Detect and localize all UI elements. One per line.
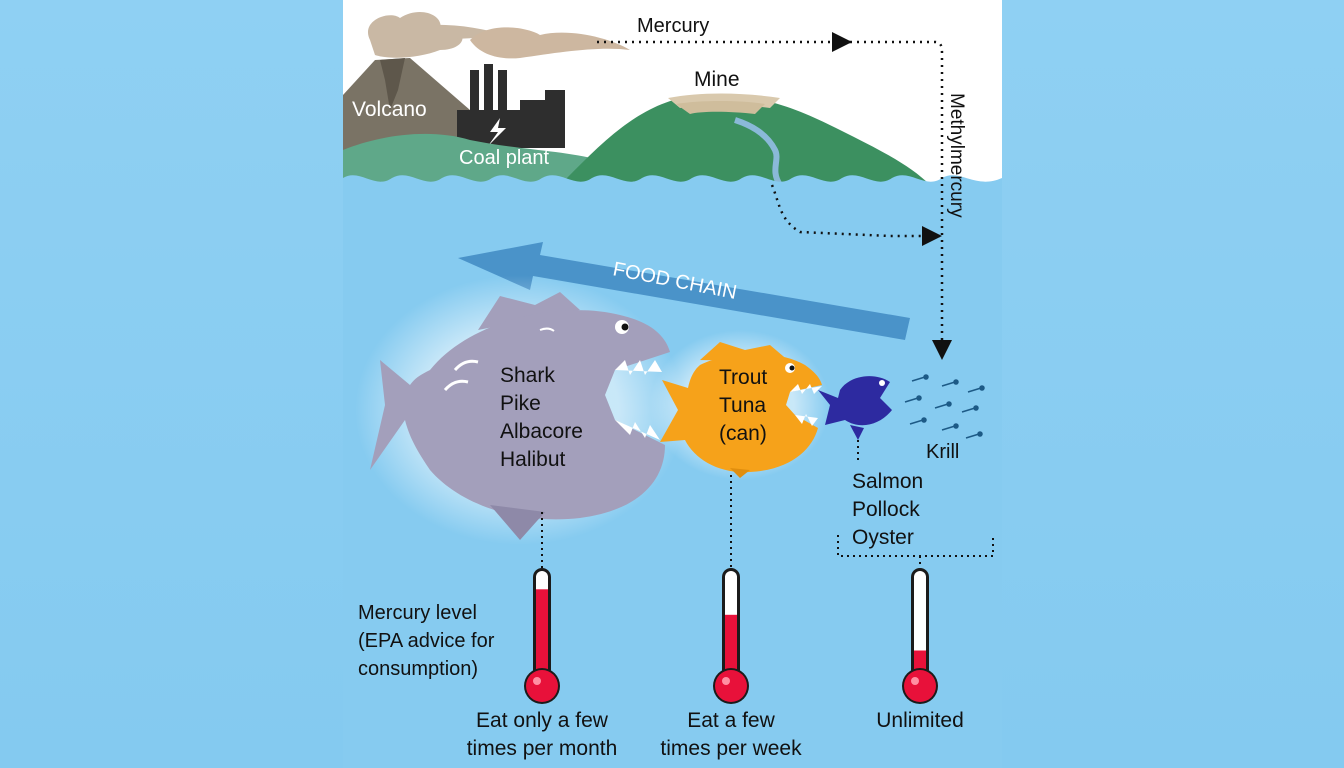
mine-hill bbox=[560, 94, 930, 185]
thermometer-1 bbox=[524, 568, 560, 704]
species-tuna: Tuna bbox=[719, 394, 766, 417]
right-background-panel bbox=[1002, 0, 1344, 768]
species-shark: Shark bbox=[500, 364, 555, 387]
thermometer-level-1 bbox=[536, 589, 548, 676]
methylmercury-arrow bbox=[850, 40, 952, 360]
advice-group-1-line-1: Eat only a few bbox=[476, 709, 609, 732]
advice-group-1-line-2: times per month bbox=[467, 737, 618, 760]
mine-runoff-arrow bbox=[770, 184, 942, 246]
thermometer-level-2 bbox=[725, 614, 737, 676]
advice-group-2-line-1: Eat a few bbox=[687, 709, 775, 732]
volcano-label: Volcano bbox=[352, 98, 427, 121]
species-pike: Pike bbox=[500, 392, 541, 415]
mercury-level-label-2: (EPA advice for bbox=[358, 630, 495, 652]
small-group-bracket bbox=[837, 535, 994, 557]
mercury-label: Mercury bbox=[637, 15, 709, 37]
coal-plant-label: Coal plant bbox=[459, 147, 550, 169]
species-halibut: Halibut bbox=[500, 448, 566, 471]
krill-label: Krill bbox=[926, 441, 959, 463]
food-chain-arrow bbox=[458, 242, 910, 340]
water-surface-waves bbox=[343, 175, 1002, 195]
left-background-panel bbox=[0, 0, 343, 768]
methylmercury-label: Methylmercury bbox=[946, 93, 967, 218]
river bbox=[734, 117, 783, 187]
mid-fish-icon bbox=[660, 342, 822, 478]
species-oyster: Oyster bbox=[852, 526, 914, 549]
advice-group-2-line-2: times per week bbox=[660, 737, 802, 760]
species-trout: Trout bbox=[719, 366, 767, 389]
mercury-level-label-3: consumption) bbox=[358, 658, 478, 680]
mine-label: Mine bbox=[694, 68, 740, 91]
small-fish-icon bbox=[818, 376, 892, 440]
species-salmon: Salmon bbox=[852, 470, 923, 493]
coal-plant-icon bbox=[457, 27, 630, 148]
krill-icon-group bbox=[904, 374, 985, 439]
species-albacore: Albacore bbox=[500, 420, 583, 443]
species-pollock: Pollock bbox=[852, 498, 920, 521]
big-fish-icon bbox=[370, 292, 670, 540]
thermometers bbox=[524, 568, 938, 704]
left-hill bbox=[343, 133, 640, 185]
advice-group-3-line-1: Unlimited bbox=[876, 709, 964, 732]
species-can: (can) bbox=[719, 422, 767, 445]
mercury-level-label-1: Mercury level bbox=[358, 602, 477, 624]
thermometer-2 bbox=[713, 568, 749, 704]
thermometer-3 bbox=[902, 568, 938, 704]
